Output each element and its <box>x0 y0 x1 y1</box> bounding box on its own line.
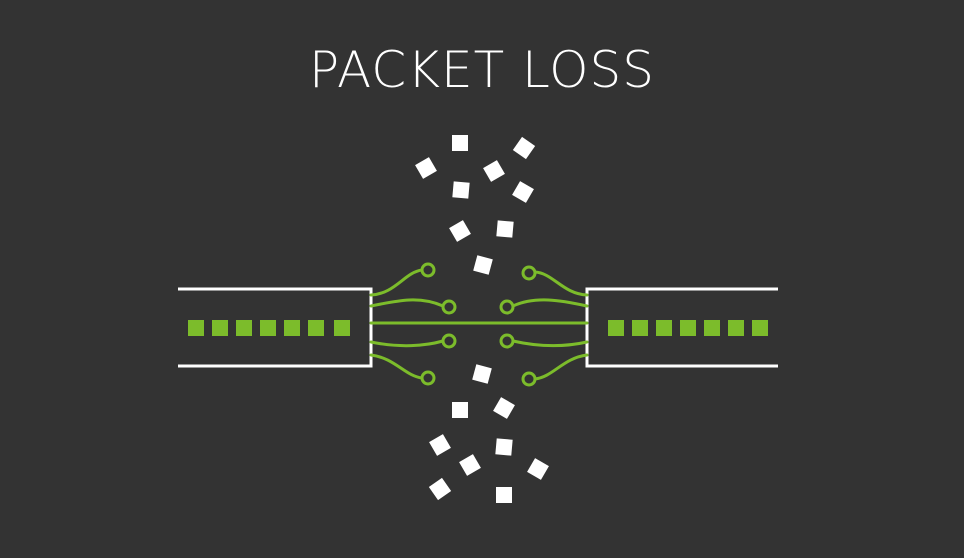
square-icon <box>449 220 471 242</box>
square-icon <box>512 181 534 203</box>
wires <box>369 268 589 381</box>
page-title: PACKET LOSS <box>309 41 655 99</box>
right-packet-row <box>608 320 768 336</box>
square-icon <box>527 458 549 480</box>
right-wire-3 <box>511 339 589 348</box>
square-icon <box>493 397 515 419</box>
wire-ends <box>420 262 537 387</box>
left-wire-2 <box>369 298 445 308</box>
wire-end-ring <box>521 265 537 281</box>
wire-end-ring <box>499 333 515 349</box>
square-icon <box>496 487 512 503</box>
square-icon <box>473 255 493 275</box>
left-wire-4 <box>369 353 424 380</box>
wire-end-ring <box>441 299 457 315</box>
right-cable-end-icon <box>585 287 778 368</box>
right-wire-1 <box>533 270 589 297</box>
square-icon <box>452 181 470 199</box>
square-icon <box>415 157 437 179</box>
square-icon <box>452 402 468 418</box>
wire-end-ring <box>420 262 436 278</box>
wire-end-ring <box>420 370 436 386</box>
square-icon <box>452 135 468 151</box>
square-icon <box>459 454 481 476</box>
square-icon <box>429 434 451 456</box>
square-icon <box>428 477 452 501</box>
right-wire-4 <box>533 353 589 381</box>
left-wire-1 <box>369 268 424 297</box>
wire-end-ring <box>441 333 457 349</box>
left-cable-end-icon <box>178 287 373 368</box>
lost-packets <box>415 135 549 503</box>
square-icon <box>472 364 492 384</box>
square-icon <box>496 220 514 238</box>
square-icon <box>512 136 536 160</box>
right-wire-2 <box>511 298 589 308</box>
square-icon <box>483 160 505 182</box>
left-wire-3 <box>369 339 445 348</box>
square-icon <box>495 438 513 456</box>
wire-end-ring <box>521 371 537 387</box>
left-packet-row <box>188 320 350 336</box>
wire-end-ring <box>499 299 515 315</box>
